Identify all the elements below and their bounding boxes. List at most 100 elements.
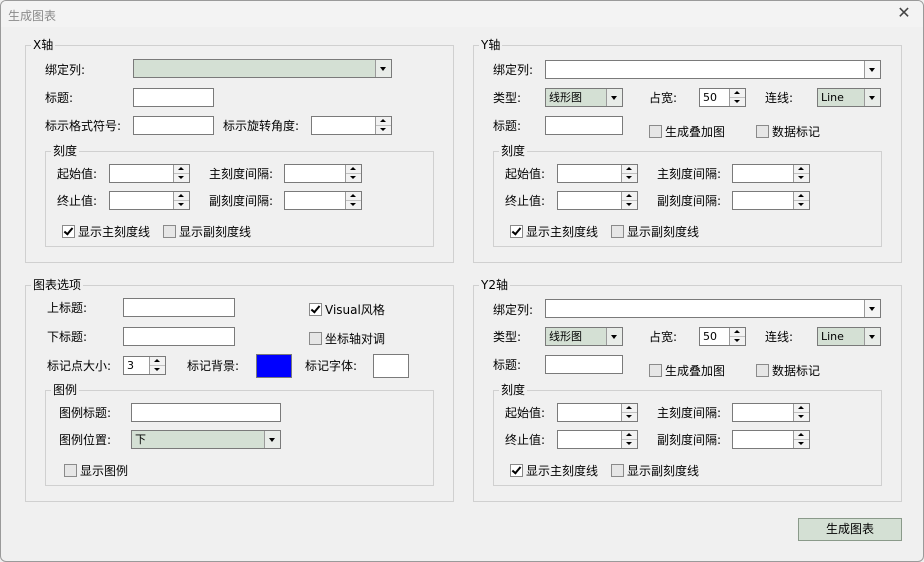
y2-line-label: 连线: xyxy=(765,330,794,344)
x-end-stepper[interactable] xyxy=(109,191,190,210)
spin-down-icon[interactable] xyxy=(794,412,809,420)
y-heading-input[interactable] xyxy=(545,116,623,135)
y2-major-stepper[interactable] xyxy=(732,403,810,422)
top-title-input[interactable] xyxy=(123,298,235,317)
spin-up-icon[interactable] xyxy=(730,89,745,98)
spin-down-icon[interactable] xyxy=(730,336,745,344)
show-legend-label: 显示图例 xyxy=(80,464,129,478)
y2-end-stepper[interactable] xyxy=(557,430,638,449)
y-major-stepper[interactable] xyxy=(732,164,810,183)
x-format-input[interactable] xyxy=(133,116,214,135)
y-type-label: 类型: xyxy=(493,91,522,105)
y2-start-stepper[interactable] xyxy=(557,403,638,422)
x-rotate-label: 标示旋转角度: xyxy=(223,119,300,133)
spin-down-icon[interactable] xyxy=(174,200,189,208)
spin-up-icon[interactable] xyxy=(794,404,809,413)
spin-up-icon[interactable] xyxy=(730,328,745,337)
window-title: 生成图表 xyxy=(8,9,57,23)
y-show-minor-label: 显示副刻度线 xyxy=(627,225,700,239)
marker-font-color-swatch[interactable] xyxy=(373,354,409,378)
spin-up-icon[interactable] xyxy=(794,165,809,174)
spin-up-icon[interactable] xyxy=(346,165,361,174)
chevron-down-icon[interactable] xyxy=(375,60,391,77)
generate-chart-button[interactable]: 生成图表 xyxy=(798,518,902,541)
spin-up-icon[interactable] xyxy=(174,192,189,201)
spin-down-icon[interactable] xyxy=(622,200,637,208)
spin-down-icon[interactable] xyxy=(622,439,637,447)
x-rotate-stepper[interactable] xyxy=(311,116,392,135)
y2-heading-input[interactable] xyxy=(545,355,623,374)
y-show-major-label: 显示主刻度线 xyxy=(526,225,599,239)
y-width-stepper[interactable]: 50 xyxy=(699,88,746,107)
spin-up-icon[interactable] xyxy=(622,431,637,440)
x-bind-col-label: 绑定列: xyxy=(45,63,86,77)
spin-up-icon[interactable] xyxy=(794,192,809,201)
y2-bind-col-combo[interactable] xyxy=(545,299,881,318)
x-axis-group-title: X轴 xyxy=(31,38,56,52)
spin-up-icon[interactable] xyxy=(622,404,637,413)
spin-down-icon[interactable] xyxy=(346,173,361,181)
x-start-stepper[interactable] xyxy=(109,164,190,183)
marker-size-stepper[interactable]: 3 xyxy=(123,356,166,375)
y-line-value: Line xyxy=(821,91,844,104)
chevron-down-icon[interactable] xyxy=(864,89,880,106)
spin-down-icon[interactable] xyxy=(794,439,809,447)
x-major-label: 主刻度间隔: xyxy=(209,167,274,181)
y-type-combo[interactable]: 线形图 xyxy=(545,88,623,107)
spin-up-icon[interactable] xyxy=(150,357,165,366)
y-start-stepper[interactable] xyxy=(557,164,638,183)
close-icon[interactable]: ✕ xyxy=(897,3,911,22)
spin-down-icon[interactable] xyxy=(794,173,809,181)
y2-type-combo[interactable]: 线形图 xyxy=(545,327,623,346)
y2-width-stepper[interactable]: 50 xyxy=(699,327,746,346)
y-type-value: 线形图 xyxy=(549,91,582,104)
y2-line-value: Line xyxy=(821,330,844,343)
chevron-down-icon[interactable] xyxy=(606,328,622,345)
y-minor-stepper[interactable] xyxy=(732,191,810,210)
spin-up-icon[interactable] xyxy=(794,431,809,440)
spin-down-icon[interactable] xyxy=(376,125,391,133)
y2-start-label: 起始值: xyxy=(505,406,546,420)
chevron-down-icon[interactable] xyxy=(864,61,880,78)
y2-major-label: 主刻度间隔: xyxy=(657,406,722,420)
y-end-stepper[interactable] xyxy=(557,191,638,210)
spin-down-icon[interactable] xyxy=(730,97,745,105)
legend-pos-combo[interactable]: 下 xyxy=(131,430,281,449)
x-minor-stepper[interactable] xyxy=(284,191,362,210)
spin-down-icon[interactable] xyxy=(622,412,637,420)
chevron-down-icon[interactable] xyxy=(864,300,880,317)
legend-group-title: 图例 xyxy=(51,383,80,397)
spin-down-icon[interactable] xyxy=(150,365,165,373)
x-heading-input[interactable] xyxy=(133,88,214,107)
y-line-combo[interactable]: Line xyxy=(817,88,881,107)
y-axis-group xyxy=(473,45,902,263)
spin-down-icon[interactable] xyxy=(174,173,189,181)
x-bind-col-combo[interactable] xyxy=(133,59,392,78)
visual-style-label: Visual风格 xyxy=(325,303,385,317)
chevron-down-icon[interactable] xyxy=(264,431,280,448)
x-start-label: 起始值: xyxy=(57,167,98,181)
title-bar: 生成图表 ✕ xyxy=(1,1,923,27)
legend-title-input[interactable] xyxy=(131,403,281,422)
x-major-stepper[interactable] xyxy=(284,164,362,183)
spin-up-icon[interactable] xyxy=(622,165,637,174)
y2-minor-stepper[interactable] xyxy=(732,430,810,449)
spin-up-icon[interactable] xyxy=(346,192,361,201)
y2-marker-label: 数据标记 xyxy=(772,364,821,378)
spin-up-icon[interactable] xyxy=(376,117,391,126)
y-bind-col-combo[interactable] xyxy=(545,60,881,79)
y2-show-major-label: 显示主刻度线 xyxy=(526,464,599,478)
spin-down-icon[interactable] xyxy=(346,200,361,208)
chevron-down-icon[interactable] xyxy=(606,89,622,106)
bottom-title-input[interactable] xyxy=(123,327,235,346)
y2-scale-group xyxy=(493,390,882,486)
x-axis-group xyxy=(25,45,454,263)
spin-up-icon[interactable] xyxy=(174,165,189,174)
chevron-down-icon[interactable] xyxy=(864,328,880,345)
y2-line-combo[interactable]: Line xyxy=(817,327,881,346)
spin-down-icon[interactable] xyxy=(794,200,809,208)
spin-up-icon[interactable] xyxy=(622,192,637,201)
chart-options-group-title: 图表选项 xyxy=(31,278,84,292)
spin-down-icon[interactable] xyxy=(622,173,637,181)
marker-bg-color-swatch[interactable] xyxy=(256,354,292,378)
